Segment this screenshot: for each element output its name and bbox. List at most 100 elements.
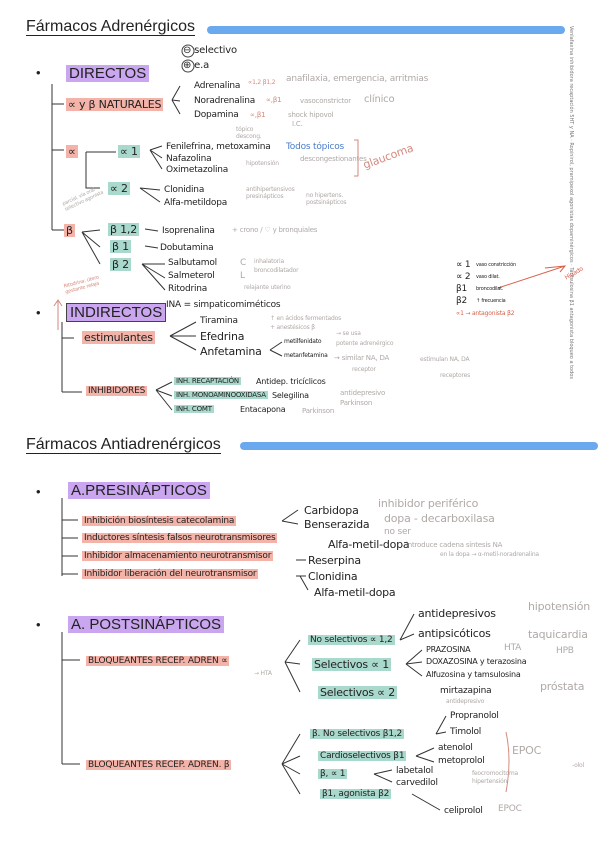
legend-note: broncodilat.: [476, 286, 504, 292]
sel1-item: DOXAZOSINA y terazosina: [426, 657, 527, 666]
est-note: estimulan NA, DA: [420, 356, 470, 363]
beta1-label: β 1: [110, 240, 131, 253]
pre-target: Benserazida: [304, 518, 370, 531]
alpha2-note: antihipertensivos presinápticos: [246, 186, 295, 200]
alpha2-label: ∝ 2: [108, 182, 130, 195]
beta-note: -olol: [572, 762, 584, 769]
est-item: Tiramina: [200, 316, 238, 326]
nat-receptor: ∝1,2 β1,2: [248, 79, 276, 86]
beta2-note: broncodilatador: [254, 267, 299, 274]
pre-note: introduce cadena síntesis NA: [406, 541, 503, 549]
directos-label: DIRECTOS: [66, 65, 150, 82]
legend-row: ∝ 2: [456, 272, 471, 282]
sel2-note: antidepresivo: [446, 698, 485, 705]
beta2-label: β 2: [110, 258, 131, 271]
beta2-item: Ritodrina: [168, 284, 208, 294]
est-note: ↑ en ácidos fermentados: [270, 315, 342, 322]
bullet: •: [36, 617, 41, 632]
beta2-note: inhalatoria: [254, 258, 284, 265]
pre-note: en la dopa → α-metil-noradrenalina: [440, 551, 539, 558]
beta-group: β, ∝ 1: [318, 769, 348, 779]
alpha2-item: Alfa-metildopa: [164, 198, 228, 208]
legend-bottom: ∝1 → antagonista β2: [456, 310, 515, 317]
pre-target: Clonidina: [308, 570, 358, 583]
no-sel-item: antipsicóticos: [418, 627, 491, 640]
beta-item: carvedilol: [396, 778, 438, 788]
bullet: •: [36, 305, 41, 320]
beta12-item: Isoprenalina: [162, 226, 215, 236]
title-accent-bar: [240, 442, 598, 450]
nat-item: Noradrenalina: [194, 96, 256, 106]
pre-note: inhibidor periférico: [378, 497, 479, 510]
est-note: receptores: [440, 372, 471, 379]
sel1-note: próstata: [540, 680, 585, 693]
bullet: •: [36, 65, 41, 80]
beta-label: β: [64, 224, 75, 237]
nat-receptor: ∝,β1: [266, 96, 282, 104]
inh-item: INH. MONOAMINOOXIDASA: [174, 391, 268, 399]
sel2-item: mirtazapina: [440, 686, 492, 696]
legend-note: vaso constricción: [476, 262, 516, 268]
sel1-note: HPB: [556, 646, 574, 656]
alpha-label: ∝: [66, 145, 78, 158]
inh-note: antidepresivo: [340, 389, 386, 397]
nat-receptor: ∝,β1: [250, 111, 266, 119]
legend-row: β2: [456, 296, 468, 306]
alpha1-note: descongestionantes: [300, 155, 367, 163]
beta-item: celiprolol: [444, 806, 483, 816]
est-note: receptor: [352, 366, 376, 373]
legend-row: ∝ 1: [456, 260, 471, 270]
estimulantes-label: estimulantes: [82, 331, 155, 344]
beta12-label: β 1,2: [108, 223, 140, 236]
bloq-beta-label: BLOQUEANTES RECEP. ADREN. β: [86, 760, 232, 770]
alpha1-label: ∝ 1: [118, 145, 140, 158]
beta1-item: Dobutamina: [160, 243, 214, 253]
inh-note: Parkinson: [302, 407, 335, 415]
legend-neg: ⊖ selectivo: [183, 45, 237, 56]
beta12-note: + crono / ♡ y bronquiales: [232, 226, 318, 234]
nat-note: shock hipovol: [288, 111, 334, 119]
est-note: + anestésicos β: [270, 324, 315, 331]
inh-note: Parkinson: [340, 399, 373, 407]
sel1-label: Selectivos ∝ 1: [312, 658, 392, 671]
postsinapticos-label: A. POSTSINÁPTICOS: [68, 616, 225, 633]
beta-group: β1, agonista β2: [320, 789, 392, 799]
presinapticos-label: A.PRESINÁPTICOS: [68, 482, 210, 499]
beta2-item: Salmeterol: [168, 271, 215, 281]
beta-item: metoprolol: [438, 756, 485, 766]
pre-item: Inhibición biosíntesis catecolamina: [82, 516, 237, 526]
nat-note: vasoconstrictor: [300, 97, 351, 105]
pre-target: Alfa-metil-dopa: [314, 586, 396, 599]
beta-note: feocromocitoma: [472, 770, 519, 777]
inh-target: Antidep. tricíclicos: [256, 377, 326, 386]
pre-note: dopa - decarboxilasa: [384, 512, 495, 525]
inhibidores-label: INHIBIDORES: [86, 386, 148, 396]
inh-target: Selegilina: [272, 391, 309, 400]
inh-target: Entacapona: [240, 405, 286, 414]
nat-note: anafilaxia, emergencia, arritmias: [286, 74, 429, 84]
nat-note: I.C.: [292, 120, 303, 128]
alpha1-note: hipotensión: [246, 160, 279, 167]
no-sel-note: taquicardia: [528, 628, 588, 641]
sel1-item: Alfuzosina y tamsulosina: [426, 670, 521, 679]
nat-note: clínico: [364, 94, 395, 105]
est-note: → se usa: [336, 330, 361, 337]
indirectos-label: INDIRECTOS: [66, 303, 167, 322]
legend-pos: ⊕ e.a: [183, 60, 210, 71]
bloq-alfa-label: BLOQUEANTES RECEP. ADREN ∝: [86, 656, 230, 666]
alfa-note: → HTA: [254, 670, 272, 677]
beta-note: hipertensión: [472, 778, 508, 785]
beta2-tag: L: [240, 271, 245, 281]
adrenergic-title: Fármacos Adrenérgicos: [26, 18, 195, 36]
alpha1-note: Todos tópicos: [286, 142, 345, 152]
beta-item: atenolol: [438, 743, 473, 753]
no-sel-item: antidepresivos: [418, 607, 496, 620]
est-note: potente adrenérgico: [336, 340, 394, 347]
pre-item: Inhibidor liberación del neurotransmisor: [82, 569, 259, 579]
pre-target: Alfa-metil-dopa: [328, 538, 410, 551]
beta2-tag: C: [240, 258, 247, 268]
beta2-item: Salbutamol: [168, 258, 217, 268]
est-item: Efedrina: [200, 330, 245, 343]
beta2-note: relajante uterino: [244, 284, 291, 291]
bullet: •: [36, 484, 41, 499]
